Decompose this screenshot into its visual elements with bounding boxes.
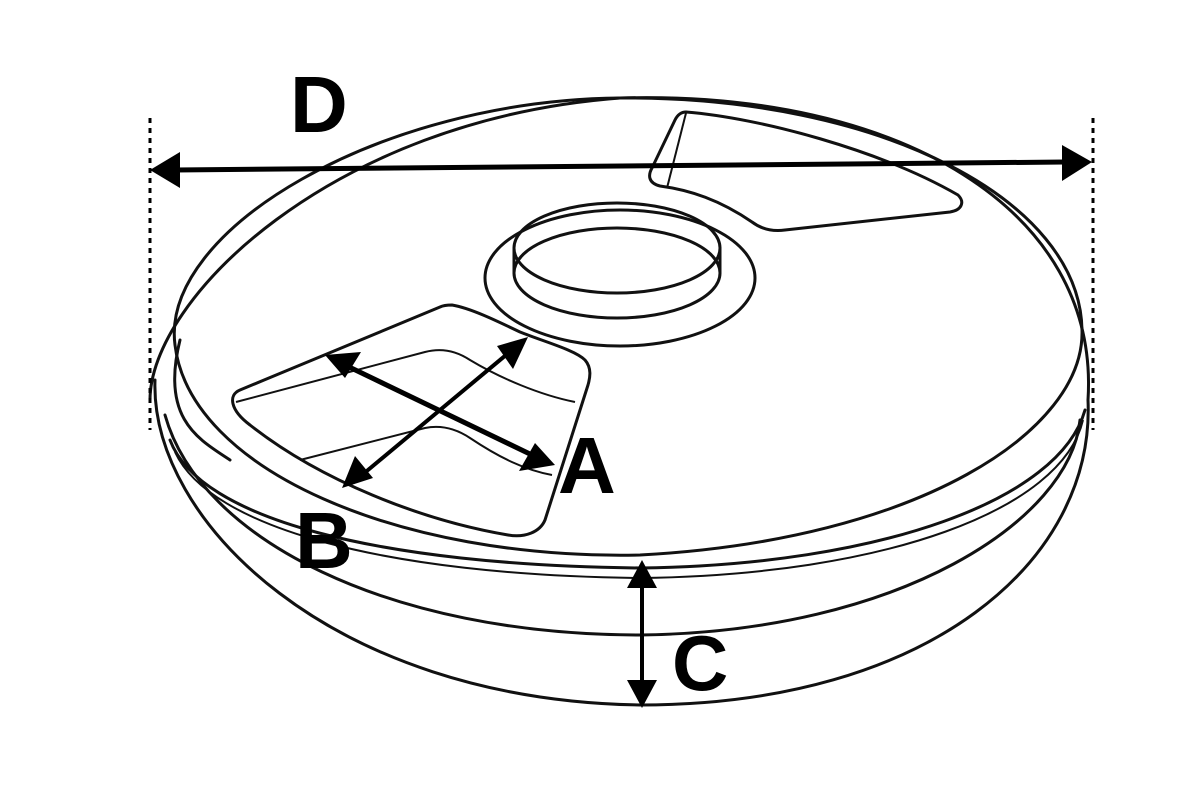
arrow-c-top-icon	[627, 560, 657, 588]
dimension-b: B	[295, 337, 528, 585]
center-knob	[483, 201, 757, 348]
arrow-a-start-icon	[325, 352, 361, 378]
lid-top	[172, 96, 1084, 557]
label-b: B	[295, 496, 353, 585]
arrow-right-icon	[1062, 145, 1092, 181]
arrow-b-start-icon	[342, 456, 373, 488]
label-c: C	[672, 619, 728, 707]
upper-compartment-window	[648, 110, 964, 232]
dimension-d: D	[148, 60, 1095, 430]
dimension-a: A	[325, 352, 616, 510]
arrow-c-bottom-icon	[627, 680, 657, 708]
label-d: D	[290, 60, 348, 149]
dimension-c: C	[627, 560, 728, 708]
dispenser-base	[153, 378, 1090, 707]
arrow-left-icon	[150, 152, 180, 188]
arrow-a-end-icon	[519, 443, 555, 471]
label-a: A	[558, 421, 616, 510]
lower-compartment-window	[231, 303, 592, 538]
arrow-b-end-icon	[497, 337, 528, 369]
